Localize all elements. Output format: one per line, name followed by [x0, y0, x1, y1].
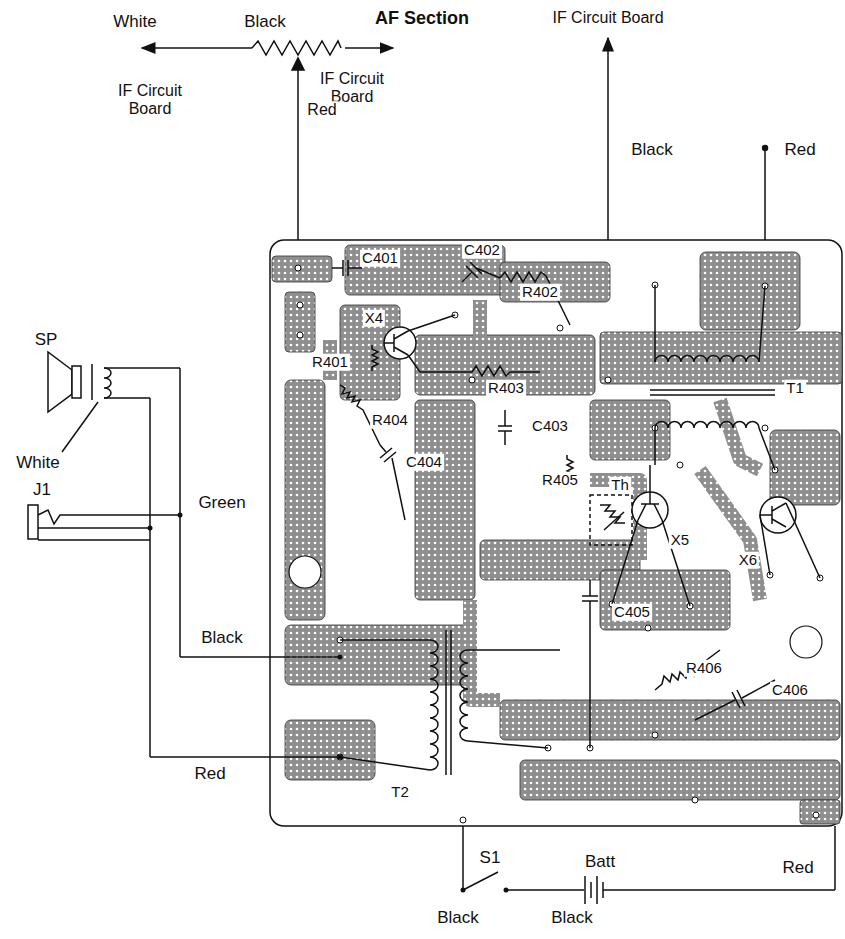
part-label: R406: [684, 660, 724, 677]
wire-label: White: [111, 13, 158, 32]
copper-traces: [272, 245, 842, 824]
drill-holes: [295, 265, 823, 823]
circuit-board: [270, 240, 842, 826]
wire-label: Red: [192, 765, 227, 784]
wire-label: Red: [780, 859, 815, 878]
wire-label: IF Circuit Board: [105, 82, 195, 117]
part-label: X5: [669, 532, 691, 549]
part-label: C403: [530, 418, 570, 435]
part-label: R403: [486, 380, 526, 397]
part-label: X6: [737, 552, 759, 569]
wire-label: J1: [31, 481, 53, 500]
wire-label: Red: [782, 141, 817, 160]
part-label: C406: [770, 682, 810, 699]
external-wiring: [28, 352, 835, 904]
part-label: T1: [784, 380, 806, 397]
wire-label: Black: [435, 909, 481, 928]
wire-label: Black: [549, 909, 595, 928]
part-label: R401: [310, 354, 350, 371]
components: [332, 260, 820, 775]
part-label: C402: [462, 242, 502, 259]
part-label: C401: [360, 250, 400, 267]
wire-label: White: [14, 454, 61, 473]
wire-label: Black: [629, 141, 675, 160]
part-label: X4: [363, 310, 385, 327]
part-label: R404: [370, 412, 410, 429]
part-label: C404: [404, 454, 444, 471]
copper-traces: [330, 300, 760, 700]
wire-label: Red: [305, 101, 338, 119]
wire-label: Black: [199, 629, 245, 648]
wire-label: Green: [196, 494, 247, 513]
mounting-holes: [289, 556, 822, 658]
wire-label: S1: [478, 849, 503, 868]
wire-joints: [148, 513, 509, 893]
wire-label: Black: [242, 13, 288, 32]
wire-label: Batt: [583, 853, 617, 872]
part-label: T2: [389, 784, 411, 801]
wire-label: IF Circuit Board: [550, 9, 665, 27]
diagram-title: AF Section: [375, 8, 469, 29]
part-label: R402: [520, 284, 560, 301]
part-label: C405: [612, 604, 652, 621]
wire-label: SP: [33, 331, 60, 350]
part-label: R405: [540, 472, 580, 489]
part-label: Th: [609, 477, 631, 494]
